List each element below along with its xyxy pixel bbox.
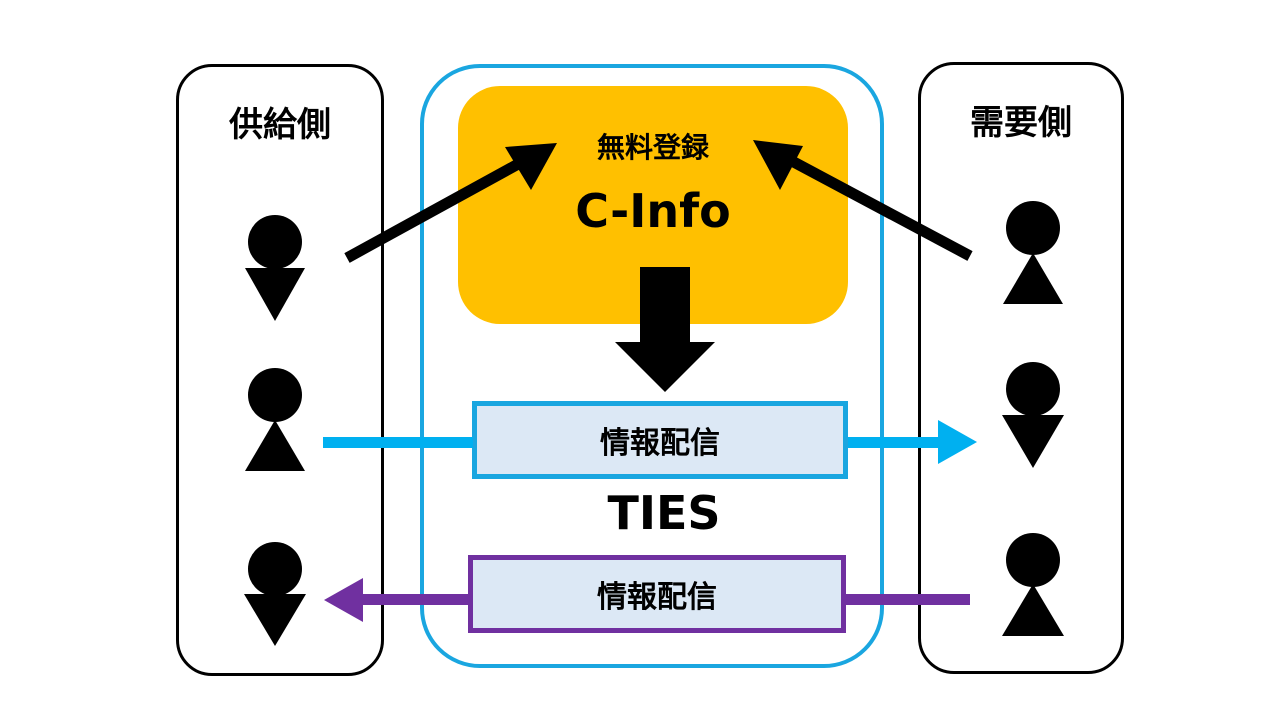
cinfo-title: C-Info bbox=[575, 184, 731, 238]
distribution-box-top: 情報配信 bbox=[472, 401, 848, 479]
supply-side-panel: 供給側 bbox=[176, 64, 384, 676]
demand-side-title: 需要側 bbox=[970, 103, 1072, 143]
supply-side-title: 供給側 bbox=[229, 105, 331, 145]
cinfo-subtitle: 無料登録 bbox=[596, 131, 709, 164]
ties-label: TIES bbox=[607, 486, 721, 540]
distribution-box-bottom: 情報配信 bbox=[468, 555, 846, 633]
cinfo-box: 無料登録 C-Info bbox=[458, 86, 848, 324]
demand-side-panel: 需要側 bbox=[918, 62, 1124, 674]
